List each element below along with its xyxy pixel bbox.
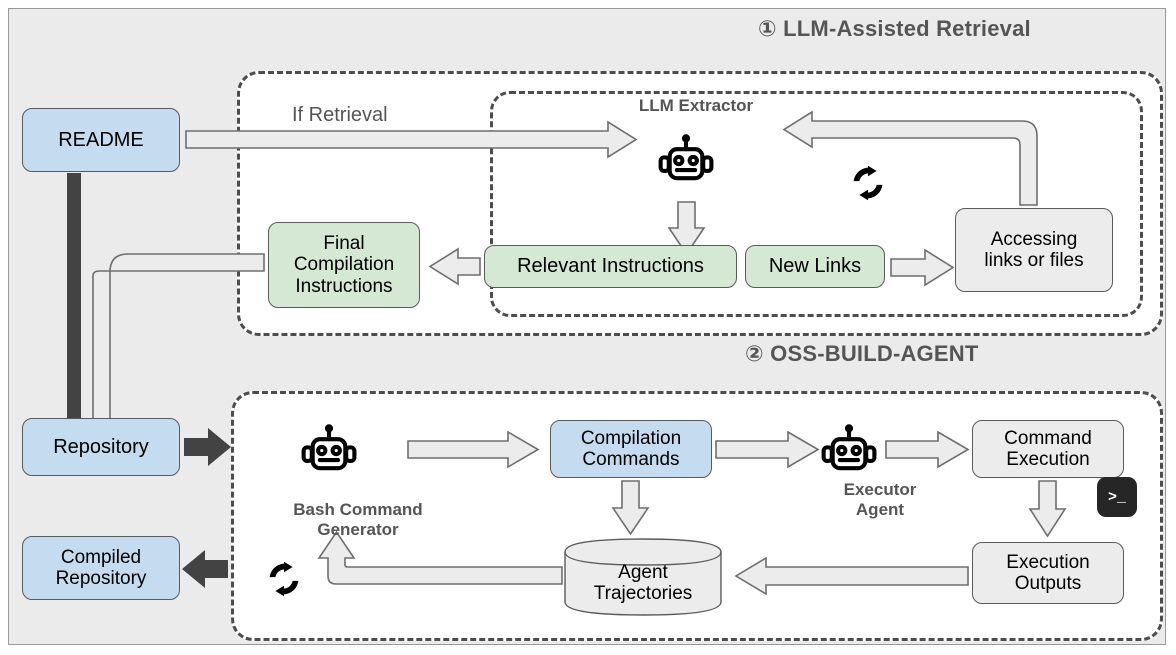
- label-executor-agent: Executor Agent: [843, 480, 917, 519]
- node-accessing-links-or-files[interactable]: Accessing links or files: [955, 208, 1113, 292]
- section-1-caption: ① LLM-Assisted Retrieval: [758, 16, 1031, 42]
- terminal-icon-glyph: >_: [1107, 488, 1126, 506]
- node-compiled-repository[interactable]: Compiled Repository: [22, 536, 180, 600]
- node-repository[interactable]: Repository: [22, 418, 180, 476]
- refresh-loop-icon: [261, 556, 307, 602]
- node-compilation-commands[interactable]: Compilation Commands: [550, 420, 712, 478]
- section-2-title: OSS-BUILD-AGENT: [770, 341, 979, 366]
- label-bash-command-generator: Bash Command Generator: [293, 500, 423, 539]
- robot-icon: [657, 132, 715, 190]
- robot-icon: [820, 422, 878, 480]
- node-command-execution[interactable]: Command Execution: [972, 420, 1124, 478]
- node-execution-outputs[interactable]: Execution Outputs: [972, 542, 1124, 604]
- edge-label-if-retrieval: If Retrieval: [292, 104, 388, 126]
- robot-icon: [300, 422, 358, 480]
- cylinder-shape: [564, 538, 722, 616]
- section-2-marker: ②: [745, 341, 764, 366]
- node-agent-trajectories-label: Agent Trajectories: [593, 562, 693, 605]
- node-new-links[interactable]: New Links: [745, 245, 885, 288]
- node-readme[interactable]: README: [22, 108, 180, 172]
- section-1-title: LLM-Assisted Retrieval: [783, 16, 1031, 41]
- label-llm-extractor: LLM Extractor: [638, 96, 754, 115]
- node-agent-trajectories[interactable]: Agent Trajectories: [564, 538, 722, 616]
- node-relevant-instructions[interactable]: Relevant Instructions: [484, 245, 737, 288]
- terminal-icon: >_: [1097, 477, 1137, 517]
- node-final-compilation-instructions[interactable]: Final Compilation Instructions: [268, 222, 420, 308]
- section-1-marker: ①: [758, 16, 777, 41]
- section-2-caption: ② OSS-BUILD-AGENT: [745, 341, 978, 367]
- refresh-loop-icon: [845, 160, 891, 206]
